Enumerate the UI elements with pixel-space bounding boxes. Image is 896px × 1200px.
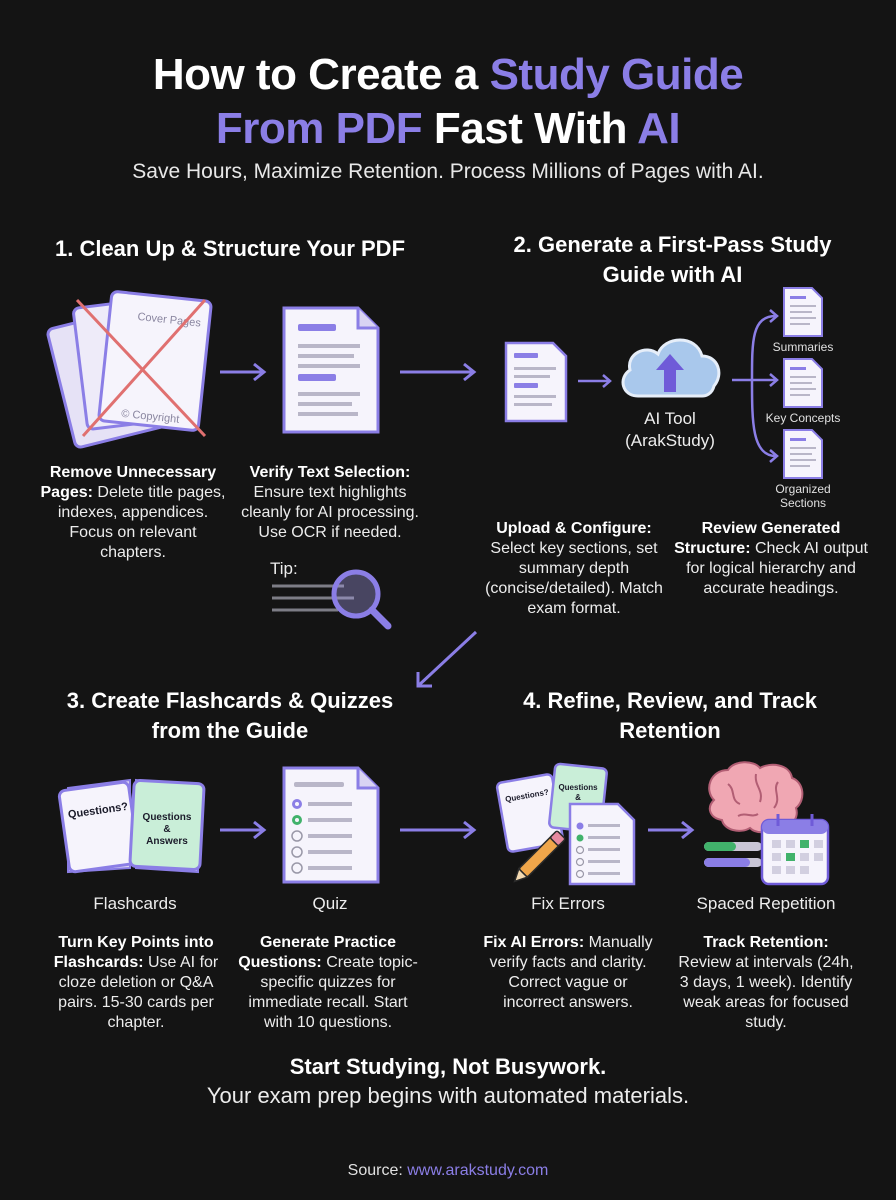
ai-tool-label: AI Tool (ArakStudy) [610,408,730,452]
caption-bold: Review Generated Structure: [674,520,841,557]
card-answer-text: Questions [558,783,598,792]
caption-text: Ensure text highlights cleanly for AI pr… [241,484,419,541]
summary-doc-icon [783,287,823,337]
caption-text: Manually verify facts and clarity. Corre… [489,934,653,1011]
title-highlight: AI [637,104,681,153]
caption-bold: Generate Practice Questions: [238,934,397,971]
step3-caption-flashcards: Turn Key Points into Flashcards: Use AI … [48,933,224,1033]
footer-subtext: Your exam prep begins with automated mat… [206,1083,690,1108]
spaced-repetition-label: Spaced Repetition [696,894,836,913]
title-highlight: Study Guide [489,50,744,99]
arrow-right-icon [648,820,695,840]
caption-text: Review at intervals (24h, 3 days, 1 week… [678,954,854,1031]
quiz-label: Quiz [312,894,348,913]
card-answer-text: Answers [146,836,188,847]
step4-caption-fix: Fix AI Errors: Manually verify facts and… [482,933,654,1013]
caption-text: Delete title pages, indexes, appendices.… [57,484,226,561]
cloud-upload-icon [621,338,721,398]
arrow-right-icon [578,374,612,388]
arrow-right-icon [220,820,267,840]
step1-caption-remove: Remove Unnecessary Pages: Delete title p… [40,463,226,563]
fix-errors-label: Fix Errors [531,894,605,913]
step2-heading: 2. Generate a First-Pass Study Guide wit… [513,232,832,287]
step4-caption-track: Track Retention: Review at intervals (24… [676,933,856,1033]
discard-pages-icon: Cover Pages © Copyright [46,290,213,449]
source-link[interactable]: www.arakstudy.com [407,1162,549,1179]
output-organized-sections: Organized Sections [775,482,831,510]
card-answer-text: & [163,824,170,835]
caption-bold: Verify Text Selection: [249,464,411,481]
step1-heading: 1. Clean Up & Structure Your PDF [54,236,406,261]
title-part: How to Create a [152,50,490,99]
brain-calendar-icon [704,761,830,886]
sections-doc-icon [783,429,823,479]
title-highlight: From PDF [215,104,423,153]
page-title: How to Create a Study Guide From PDF Fas… [0,48,896,156]
caption-bold: Upload & Configure: [496,520,652,537]
footer-tagline: Start Studying, Not Busywork. [289,1054,607,1079]
step1-caption-verify: Verify Text Selection: Ensure text highl… [240,463,420,543]
caption-bold: Track Retention: [703,934,829,951]
ai-tool-name: AI Tool [644,409,696,428]
source-label: Source: [347,1162,408,1179]
caption-text: Use AI for cloze deletion or Q&A pairs. … [58,954,219,1031]
card-answer-text: Questions [143,812,192,823]
output-key-concepts: Key Concepts [765,411,841,425]
flashcards-icon: Questions? Questions & Answers [57,778,206,874]
step3-heading: 3. Create Flashcards & Quizzes from the … [66,688,394,743]
document-icon [504,341,568,423]
card-answer-text: & [575,793,581,802]
step2-caption-upload: Upload & Configure: Select key sections,… [478,519,670,619]
title-part: Fast With [422,104,638,153]
quiz-doc-icon [282,766,380,884]
caption-bold: Fix AI Errors: [483,934,585,951]
source-line: Source: www.arakstudy.com [0,1162,896,1180]
caption-bold: Turn Key Points into Flashcards: [53,934,214,971]
magnifier-icon [272,569,392,630]
output-summaries: Summaries [772,340,834,354]
step4-heading: 4. Refine, Review, and Track Retention [523,688,817,743]
arrow-right-icon [220,362,267,382]
arrow-diagonal-icon [416,630,478,688]
ai-tool-brand: (ArakStudy) [625,431,715,450]
fix-errors-icon: Questions? Questions & [495,762,636,886]
document-icon [282,306,380,434]
step2-caption-review: Review Generated Structure: Check AI out… [668,519,874,599]
arrow-right-icon [400,362,477,382]
caption-bold: Remove Unnecessary Pages: [40,464,217,501]
page-subtitle: Save Hours, Maximize Retention. Process … [132,160,764,183]
key-concepts-doc-icon [783,358,823,408]
caption-text: Select key sections, set summary depth (… [485,540,663,617]
tip-label: Tip: [270,559,298,578]
step3-caption-quiz: Generate Practice Questions: Create topi… [232,933,424,1033]
branch-arrows-icon [732,309,779,463]
caption-text: Check AI output for logical hierarchy an… [686,540,868,597]
arrow-right-icon [400,820,477,840]
flashcards-label: Flashcards [93,894,177,913]
caption-text: Create topic-specific quizzes for immedi… [248,954,418,1031]
